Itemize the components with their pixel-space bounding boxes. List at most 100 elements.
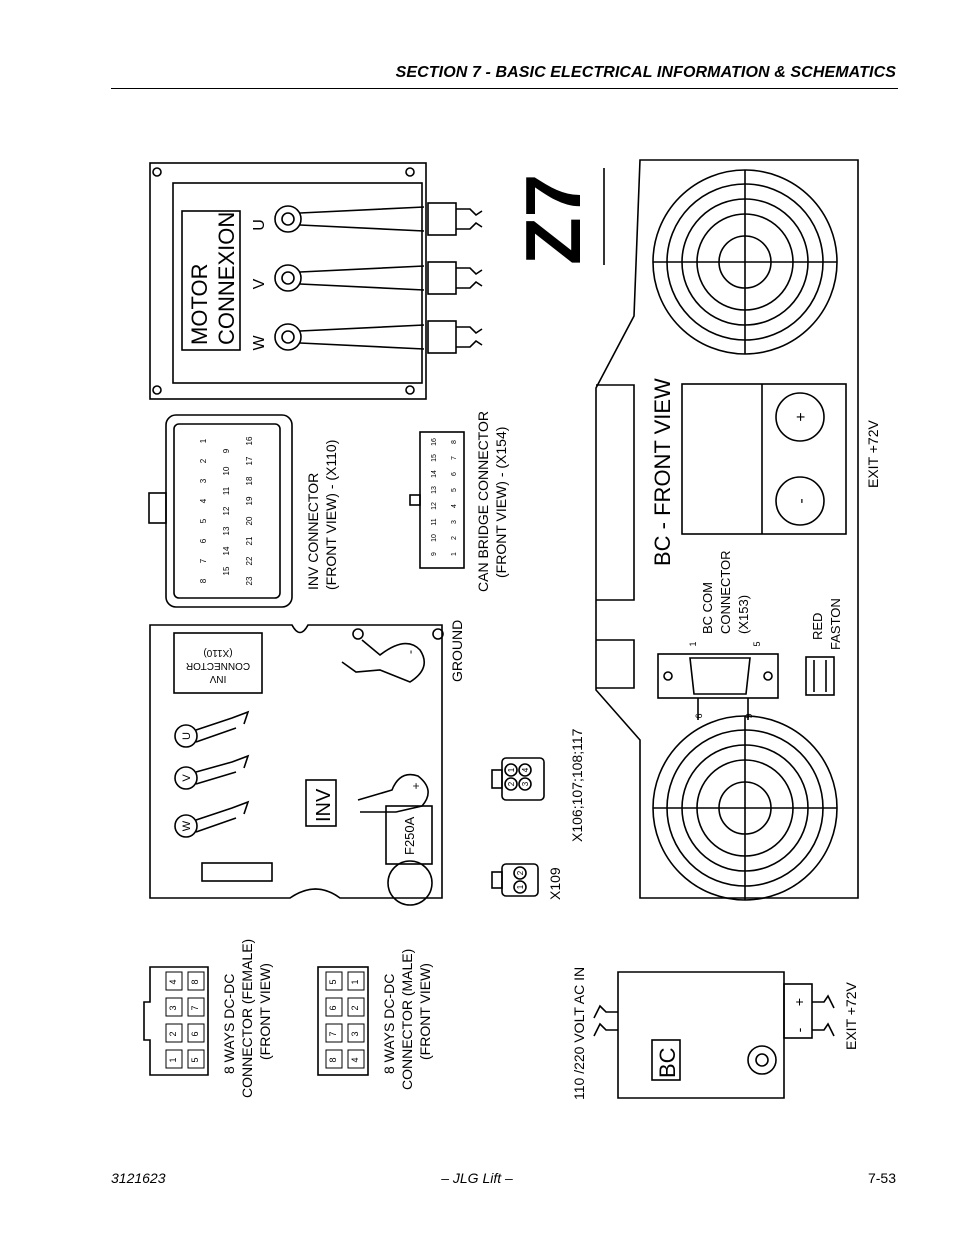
inv-phase-v: V	[181, 774, 193, 782]
footer-page-number: 7-53	[867, 1170, 896, 1186]
x106-pin-1: 1	[507, 767, 516, 772]
inv-pin: 1	[199, 438, 208, 443]
inv-connector-title-line1: INV CONNECTOR	[305, 473, 321, 590]
db9-pin-9: 9	[744, 713, 754, 718]
dcdc-male-line1: 8 WAYS DC-DC	[381, 974, 397, 1074]
inv-pin: 21	[245, 536, 254, 545]
can-pin: 5	[451, 488, 458, 492]
inv-phase-u: U	[181, 732, 193, 740]
inv-pin: 16	[245, 436, 254, 445]
ground-lug	[341, 628, 444, 683]
dcdc-female-line1: 8 WAYS DC-DC	[221, 974, 237, 1074]
inv-pin: 23	[245, 576, 254, 585]
bc-unit-box	[593, 971, 835, 1099]
red-faston-line2: FASTON	[828, 598, 843, 650]
dcdc-m-pin: 4	[350, 1057, 360, 1062]
dcdc-f-pin: 2	[168, 1031, 178, 1036]
dcdc-f-pin: 7	[190, 1005, 200, 1010]
bc-exit-label: EXIT +72V	[865, 419, 881, 488]
inv-pin: 7	[199, 558, 208, 563]
bc-unit-minus: -	[791, 1027, 807, 1032]
footer-brand: – JLG Lift –	[441, 1170, 513, 1186]
can-pin: 1	[451, 552, 458, 556]
dcdc-m-pin: 2	[350, 1005, 360, 1010]
inv-pin: 6	[199, 538, 208, 543]
header-rule	[111, 88, 898, 89]
inv-pin: 17	[245, 456, 254, 465]
fan-top	[652, 169, 838, 355]
inv-pin: 18	[245, 476, 254, 485]
dcdc-female-line2: CONNECTOR (FEMALE)	[239, 939, 255, 1098]
x106-pin-2: 2	[507, 781, 516, 786]
bc-unit-plus: +	[791, 998, 807, 1006]
bc-input-label: 110 /220 VOLT AC IN	[571, 967, 587, 1100]
inv-conn-label-line3: (X110)	[203, 647, 232, 658]
motor-title-line2: CONNEXION	[214, 212, 239, 345]
x106-label: X106;107;108;117	[569, 728, 585, 842]
dcdc-m-pin: 7	[328, 1031, 338, 1036]
inv-pin: 2	[199, 458, 208, 463]
db9-pin-6: 6	[694, 713, 704, 718]
bc-front-view-title: BC - FRONT VIEW	[650, 378, 675, 566]
can-pin: 9	[431, 552, 438, 556]
figure-id: Z7	[509, 174, 597, 265]
inv-pin: 10	[222, 466, 231, 475]
can-pin: 15	[431, 454, 438, 462]
can-pin: 16	[431, 438, 438, 446]
dcdc-f-pin: 6	[190, 1031, 200, 1036]
inv-pin: 19	[245, 496, 254, 505]
motor-terminal-u	[274, 202, 483, 236]
bc-unit-label: BC	[655, 1047, 680, 1078]
dcdc-m-pin: 3	[350, 1031, 360, 1036]
motor-terminal-v	[274, 261, 483, 295]
dcdc-male-connector	[317, 966, 369, 1076]
can-bridge-connector-x154	[409, 431, 465, 569]
red-faston-line1: RED	[810, 613, 825, 640]
can-pin: 10	[431, 534, 438, 542]
dcdc-f-pin: 5	[190, 1057, 200, 1062]
can-pin: 12	[431, 502, 438, 510]
can-pin: 14	[431, 470, 438, 478]
inv-lug-v	[174, 754, 250, 790]
dcdc-m-pin: 6	[328, 1005, 338, 1010]
inv-pin: 12	[222, 506, 231, 515]
fuse-f250a	[385, 805, 433, 865]
inv-pin: 22	[245, 556, 254, 565]
dcdc-female-connector	[143, 966, 209, 1076]
bc-front-view-outline	[595, 159, 859, 901]
can-pin: 7	[451, 456, 458, 460]
motor-title-line1: MOTOR	[187, 264, 212, 345]
x106-connector	[491, 757, 545, 801]
inverter-box	[149, 624, 444, 906]
bc-unit-exit-label: EXIT +72V	[843, 981, 859, 1050]
bc-com-line3: (X153)	[736, 595, 751, 634]
dcdc-f-pin: 8	[190, 979, 200, 984]
can-pin: 8	[451, 440, 458, 444]
dcdc-f-pin: 3	[168, 1005, 178, 1010]
inv-conn-label-line2: CONNECTOR	[186, 660, 250, 671]
dcdc-f-pin: 1	[168, 1057, 178, 1062]
inv-lug-u	[174, 710, 250, 748]
footer-doc-number: 3121623	[111, 1170, 166, 1186]
fan-bottom	[652, 715, 838, 901]
motor-terminal-w	[274, 320, 483, 354]
db9-pin-5: 5	[752, 641, 762, 646]
plus-lug	[357, 773, 429, 813]
inv-pin: 4	[199, 498, 208, 503]
dcdc-m-pin: 1	[350, 979, 360, 984]
can-bridge-title-line1: CAN BRIDGE CONNECTOR	[475, 411, 491, 592]
motor-phase-u: U	[251, 219, 268, 231]
dcdc-m-pin: 8	[328, 1057, 338, 1062]
inv-minus: -	[403, 650, 417, 654]
motor-phase-w: W	[251, 335, 268, 351]
inv-label: INV	[313, 788, 335, 822]
inv-conn-label-line1: INV	[209, 673, 226, 684]
motor-phase-v: V	[251, 278, 268, 289]
x106-pin-3: 3	[521, 781, 530, 786]
can-pin: 3	[451, 520, 458, 524]
can-pin: 6	[451, 472, 458, 476]
inv-phase-w: W	[181, 820, 193, 831]
bc-com-line1: BC COM	[700, 582, 715, 634]
inv-pin: 15	[222, 566, 231, 575]
